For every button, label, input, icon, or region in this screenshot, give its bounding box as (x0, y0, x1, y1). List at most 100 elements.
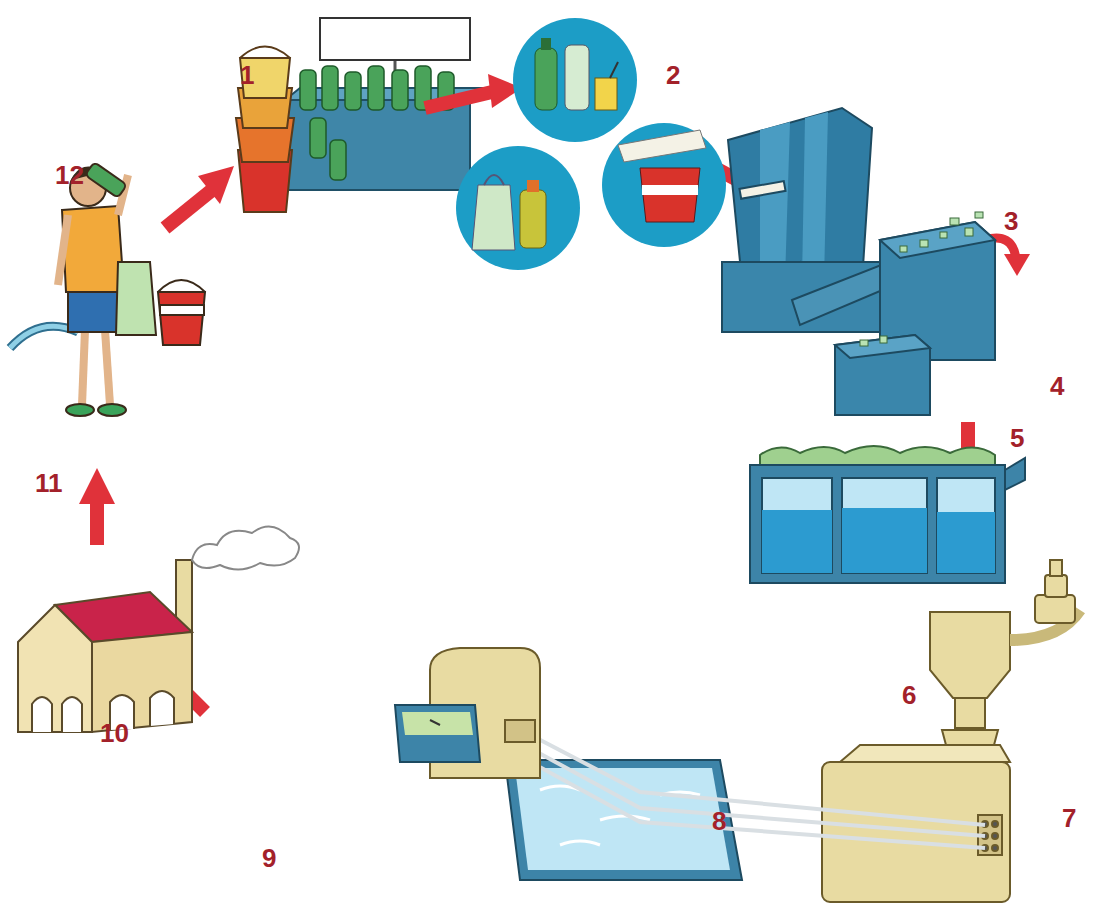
shop-stall-part-part (345, 72, 361, 110)
plastic-types-part (472, 185, 515, 250)
person (10, 162, 205, 416)
flow-arrow-part (165, 190, 212, 228)
washing-tank-part (842, 478, 927, 573)
factory-part (192, 527, 299, 570)
shredder-part (728, 108, 872, 282)
callout-number: 11 (35, 470, 63, 496)
callout-number: 6 (902, 682, 916, 708)
washing-tank-part (937, 512, 995, 573)
plastic-types-part (456, 146, 580, 270)
plastic-flakes-part (975, 212, 983, 218)
plastic-strand-part (515, 740, 985, 836)
shop-stall-part (285, 100, 470, 190)
washing-tank-part (842, 508, 927, 573)
person-part (82, 330, 85, 405)
person-part (68, 288, 120, 332)
factory (18, 527, 299, 732)
shredder-part (835, 335, 930, 358)
shop-stall-part-part (330, 140, 346, 180)
factory-part (62, 697, 82, 732)
plastic-flakes-part (860, 340, 868, 346)
plastic-types-part (513, 18, 637, 142)
callout-number: 7 (1062, 805, 1076, 831)
callout-number: 3 (1004, 208, 1018, 234)
plastic-types-part (642, 185, 698, 195)
callout-number: 12 (55, 162, 84, 188)
dryer-hopper (930, 560, 1080, 760)
washing-tank-part (1005, 458, 1025, 490)
flow-arrow (79, 74, 1030, 712)
washing-tank (750, 446, 1025, 583)
plastic-types (456, 18, 726, 270)
person-part (85, 162, 127, 198)
extruder-part (992, 833, 998, 839)
shredder-part (739, 181, 785, 199)
callout-number: 4 (1050, 373, 1064, 399)
pelletizer-part (430, 720, 440, 725)
callout-number: 2 (666, 62, 680, 88)
shop-stall-part-part (240, 47, 290, 59)
shop-stall-part (236, 47, 294, 213)
person-part (158, 280, 205, 292)
callout-number: 8 (712, 808, 726, 834)
plastic-flakes-part (900, 246, 907, 252)
person-part (66, 404, 94, 416)
callout-number: 10 (100, 720, 129, 746)
plastic-strand-part (505, 748, 985, 848)
extruder-part (992, 821, 998, 827)
callout-number: 9 (262, 845, 276, 871)
person-part (98, 404, 126, 416)
plastic-types-part (565, 45, 589, 110)
flow-arrow-part (198, 166, 234, 204)
factory-part (92, 632, 192, 732)
shredder (722, 108, 995, 415)
flow-arrow-part (425, 92, 492, 108)
plastic-types-part (602, 123, 726, 247)
plastic-types-part (618, 130, 706, 162)
plastic-types-part (484, 175, 504, 185)
shop-stall (236, 18, 482, 212)
callout-number: 5 (1010, 425, 1024, 451)
plastic-types-part (520, 190, 546, 248)
pelletizer-part (505, 720, 535, 742)
factory-part (18, 605, 92, 732)
pelletizer-part (402, 712, 473, 735)
shop-stall-part-part (392, 70, 408, 110)
shredder-part (880, 222, 995, 258)
shop-stall-part-part (310, 118, 326, 158)
washing-tank-part (760, 446, 995, 465)
flow-arrow-part (1004, 254, 1030, 276)
callout-number: 1 (240, 62, 254, 88)
washing-tank-part (762, 478, 832, 573)
factory-part (32, 697, 52, 732)
plastic-types-part (535, 48, 557, 110)
plastic-flakes (860, 212, 983, 346)
plastic-types-part (541, 38, 551, 50)
flow-arrow-part (79, 468, 115, 504)
extruder-part (840, 745, 1010, 762)
washing-tank-part (750, 465, 1005, 583)
person-part (160, 305, 204, 315)
plastic-flakes-part (920, 240, 928, 247)
plastic-types-part (595, 78, 617, 110)
person-part (58, 215, 68, 285)
dryer-hopper-part (955, 698, 985, 728)
dryer-hopper-part (1050, 560, 1062, 576)
washing-tank-part (937, 478, 995, 573)
person-part (116, 262, 156, 335)
plastic-types-part (527, 180, 539, 192)
dryer-hopper-part (1035, 595, 1075, 623)
shredder-part (802, 112, 828, 280)
shop-stall-part-part (300, 70, 316, 110)
plastic-flakes-part (940, 232, 947, 238)
plastic-types-part (610, 62, 618, 78)
shop-stall-part-part (322, 66, 338, 110)
person-part (158, 292, 205, 345)
plastic-flakes-part (950, 218, 959, 225)
shop-stall-part-part (368, 66, 384, 110)
shop-stall-part (320, 18, 470, 60)
dryer-hopper-part (930, 612, 1010, 698)
shop-stall-part (300, 66, 454, 180)
